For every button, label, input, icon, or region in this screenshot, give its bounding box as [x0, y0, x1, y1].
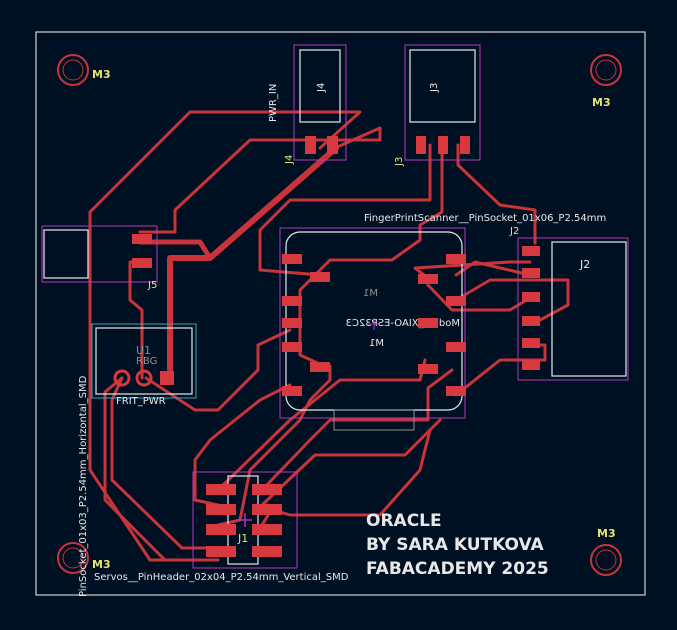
- u1-fab-ref: U1: [136, 344, 151, 357]
- j5-ref-label: J5: [147, 280, 157, 291]
- mounting-hole-br: M3: [590, 527, 622, 576]
- j4-fab-ref: J4: [316, 83, 327, 93]
- j3-ref-label: J3: [394, 157, 405, 167]
- j3-fab-ref: J3: [429, 83, 440, 93]
- m1-value: Module_XIAO-ESP32C3: [346, 318, 460, 329]
- connector-j4: J4 PWR_IN J4: [268, 44, 347, 165]
- j1-value: Servos__PinHeader_02x04_P2.54mm_Vertical…: [94, 572, 349, 583]
- connector-j3: J3 J3: [394, 44, 481, 167]
- mounting-hole-bl: M3: [57, 542, 111, 574]
- j4-ref-label: J4: [284, 155, 295, 165]
- m1-ref-b: M1: [369, 338, 384, 349]
- credits-block: ORACLE BY SARA KUTKOVA FABACADEMY 2025: [366, 511, 549, 579]
- mounting-hole-tr-label: M3: [592, 96, 611, 109]
- mounting-hole-tl: M3: [57, 54, 111, 86]
- j5-value: PinSocket_01x03_P2.54mm_Horizontal_SMD: [78, 375, 89, 597]
- j1-ref-label: J1: [237, 532, 248, 545]
- u1-rb: RBG: [136, 356, 157, 367]
- connector-j5: J5: [41, 225, 158, 291]
- j2-fab-ref: J2: [579, 258, 590, 271]
- j4-value: PWR_IN: [268, 84, 279, 122]
- credits-line3: FABACADEMY 2025: [366, 559, 549, 579]
- credits-line2: BY SARA KUTKOVA: [366, 535, 545, 555]
- j2-ref-label: J2: [509, 226, 519, 237]
- regulator-u1: U1 RBG FRIT_PWR: [91, 323, 197, 407]
- connector-j2: J2 J2: [509, 226, 629, 381]
- connector-j1: J1: [192, 471, 298, 569]
- credits-line1: ORACLE: [366, 511, 442, 531]
- board-outline: [35, 31, 646, 596]
- m1-ref-a: M1: [363, 288, 378, 299]
- mounting-hole-tr: M3: [590, 54, 622, 109]
- copper-traces: [88, 110, 570, 562]
- module-m1: M1 Module_XIAO-ESP32C3 M1: [279, 227, 466, 431]
- mounting-hole-tl-label: M3: [92, 68, 111, 81]
- u1-value: FRIT_PWR: [116, 396, 166, 407]
- mounting-hole-bl-label: M3: [92, 558, 111, 571]
- mounting-hole-br-label: M3: [597, 527, 616, 540]
- j3-value: FingerPrintScanner__PinSocket_01x06_P2.5…: [364, 213, 606, 224]
